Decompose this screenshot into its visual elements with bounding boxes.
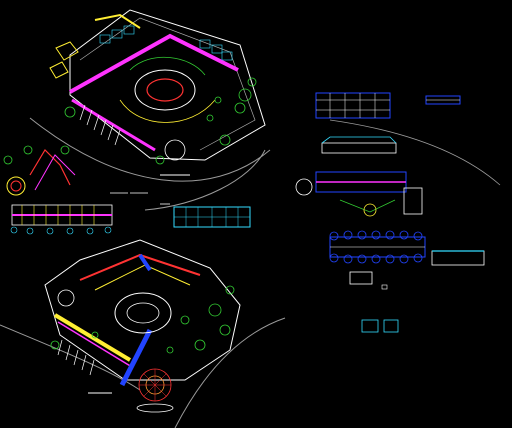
vegetation [3, 145, 70, 165]
entrance-plaza [164, 139, 186, 161]
detail-plan-left[interactable] [3, 145, 251, 235]
facade-roof [321, 136, 397, 144]
corridor-magenta [69, 33, 239, 94]
facade-elevation [321, 142, 397, 154]
ramp-blue [138, 253, 152, 272]
section-detail-grid [185, 207, 239, 227]
zone-yellow [49, 61, 69, 79]
site-plan-bottom[interactable] [0, 239, 286, 428]
corridor-yellow [53, 313, 132, 362]
road-curve [0, 324, 141, 391]
corridor-magenta [71, 98, 156, 152]
elevation-top [315, 92, 391, 119]
detail-wall [29, 149, 71, 186]
roundabout [57, 289, 75, 307]
rotunda [295, 178, 313, 196]
garden-path [129, 56, 206, 76]
road-curve [329, 119, 501, 186]
wing-trees [10, 226, 112, 235]
corridor-magenta [57, 321, 133, 368]
elevations-right[interactable] [295, 92, 501, 333]
zone-yellow [94, 13, 141, 29]
building-outline [69, 9, 266, 161]
vegetation [64, 77, 257, 165]
plan-annex [403, 187, 423, 215]
road-curve [29, 117, 271, 182]
detail-box [383, 319, 399, 333]
rotunda [6, 176, 26, 196]
site-plan-top[interactable] [29, 9, 271, 211]
tree-wing-trees [329, 230, 423, 264]
rotunda-core [10, 180, 22, 192]
radial-plaza-spokes [139, 369, 171, 401]
parking-stalls [57, 339, 95, 376]
room-grid [99, 25, 233, 61]
road-curve [144, 149, 266, 211]
courtyard-outer [114, 292, 172, 334]
plan-garden [339, 199, 396, 213]
parking-stalls [79, 104, 121, 146]
vegetation [50, 285, 235, 354]
garden-path [119, 99, 216, 123]
wing-rooms [21, 205, 95, 225]
ramp-blue [119, 328, 153, 387]
detail-box [349, 271, 373, 285]
detail-wall [34, 154, 76, 191]
detail-box [361, 319, 379, 333]
site-boundary [44, 239, 241, 381]
courtyard-inner [126, 302, 160, 324]
plan-fountain [363, 203, 377, 217]
zone-yellow [55, 41, 79, 61]
courtyard-pool [146, 78, 184, 102]
road-curve [174, 317, 286, 428]
detail-mark [381, 284, 388, 290]
courtyard-outer [134, 69, 196, 111]
elevation-top-grid [316, 93, 390, 118]
side-elevation [431, 250, 485, 266]
base-ellipse [136, 403, 174, 413]
